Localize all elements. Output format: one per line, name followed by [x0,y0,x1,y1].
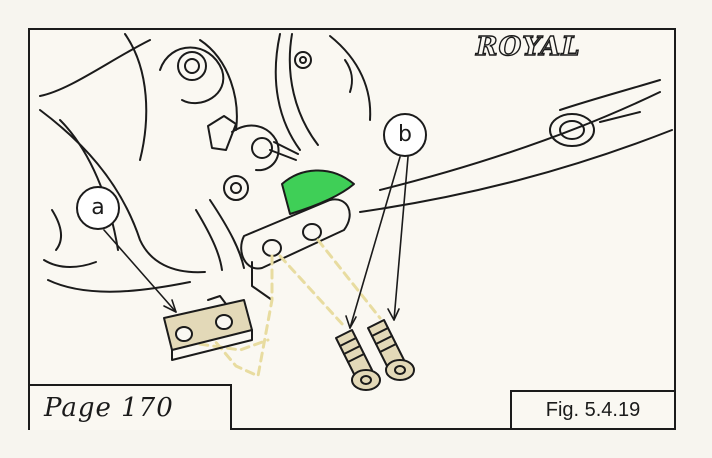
engine-casing-outline [39,33,372,293]
brand-lettering: ROYAL [475,31,581,62]
callout-leader-lines [103,156,409,329]
figure-number-label: Fig. 5.4.19 [510,390,676,430]
shift-linkage [195,115,299,271]
pivot-block [240,198,351,301]
right-casing-outline [359,79,673,213]
assembly-guide-lines [184,238,382,378]
socket-head-bolts [335,319,415,391]
callout-b: b [383,113,427,157]
page-number-label: Page 170 [30,384,232,430]
highlighted-pedal-lever [281,169,355,215]
callout-a: a [76,186,120,230]
bracket-plate [163,295,253,361]
